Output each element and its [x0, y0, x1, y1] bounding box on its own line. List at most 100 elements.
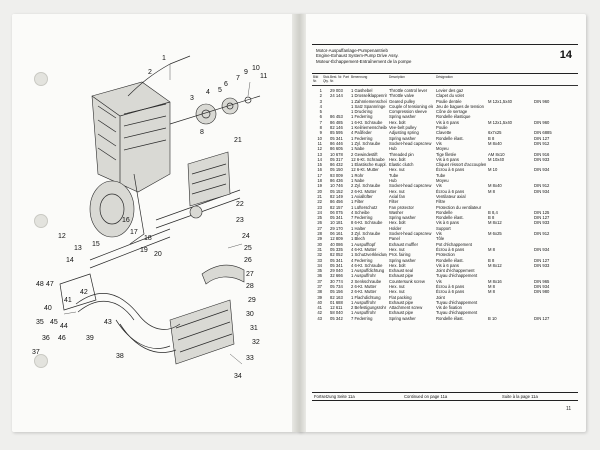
cell-en: Elastic clutch [389, 162, 414, 168]
callout-12: 12 [58, 233, 66, 240]
cell-fr: Vis [436, 183, 442, 189]
callout-7: 7 [236, 75, 240, 82]
cell-fr: Écrou à 6 pans [436, 289, 465, 295]
cell-en: Hex. nut [389, 246, 405, 252]
callout-6: 6 [224, 81, 228, 88]
callout-leaders [63, 64, 251, 365]
cell-fr: Cliquet réssort d'accouplement [436, 162, 486, 168]
cell-fr: Jeu de bagues de tension [436, 103, 484, 109]
cell-en: Couple of tensioning elements [389, 103, 433, 109]
cell-sp: M 10x40 [488, 156, 505, 162]
callout-8: 8 [200, 129, 204, 136]
cell-en: Adjusting spring [389, 130, 419, 136]
cell-no: 10 [317, 135, 322, 141]
cell-en: Prot. fairing [389, 252, 411, 258]
cell-norm: DIN 934 [534, 246, 550, 252]
cell-fr: Tuyau d'échappement [436, 310, 478, 316]
col-header-bild: Bild Nr. [313, 75, 319, 83]
cell-de: 2 Senkschraube [351, 278, 382, 284]
callout-20: 20 [154, 251, 162, 258]
cell-fr: Vis [436, 231, 442, 237]
col-header-designation: Désignation [436, 75, 453, 79]
cell-de: 1 Blech [351, 236, 365, 242]
cell-fr: Clavette [436, 130, 452, 136]
cell-no: 1 [319, 88, 322, 93]
cell-fr: Pot d'échappement [436, 241, 472, 247]
cell-en: Filter [389, 199, 399, 205]
cell-en: Spring washer [389, 215, 416, 221]
cell-no: 4 [319, 103, 322, 109]
right-page [298, 14, 586, 432]
callout-38: 38 [116, 353, 124, 360]
cell-en: Compression sleeve [389, 109, 427, 115]
cell-no: 15 [317, 162, 322, 168]
engine-block [89, 81, 171, 245]
cell-de: 1 6-Kt. Schraube [351, 119, 383, 125]
cell-pn: 05 335 [330, 246, 343, 252]
callout-30: 30 [246, 311, 254, 318]
cell-pn: 10 678 [330, 151, 343, 157]
cell-fr: Joint d'échappement [436, 268, 475, 274]
cell-pn: 86 436 [330, 178, 343, 184]
cell-en: Geared pulley [389, 98, 416, 104]
cell-de: 1 Federring [351, 135, 373, 141]
cell-de: 1 Auspufftopf [351, 241, 376, 247]
cell-fr: Écrou à 6 pans [436, 188, 465, 194]
callout-13: 13 [74, 245, 82, 252]
cell-pn: 29 170 [330, 225, 343, 231]
cell-no: 25 [317, 215, 322, 221]
cell-de: 1 Gashebel [351, 88, 373, 93]
cell-pn: 85 595 [330, 130, 343, 136]
cell-de: 1 Auspuffrohr [351, 299, 376, 305]
cell-fr: Rondelle élastique [436, 114, 471, 120]
cell-no: 13 [317, 151, 322, 157]
cell-fr: Ventilateur axial [436, 193, 466, 199]
cell-pn: 58 040 [330, 310, 343, 316]
cell-en: Washer [389, 209, 404, 215]
cell-fr: Vis à 6 pans [436, 119, 459, 125]
cell-sp: M 8 [488, 246, 495, 252]
cell-fr: Rondelle élast. [436, 135, 464, 141]
cell-norm: DIN 912 [534, 183, 550, 189]
cell-fr: Écrou à 6 pans [436, 246, 465, 252]
cell-fr: Joint [436, 294, 445, 300]
cell-fr: Écrou à 6 pans [436, 283, 465, 289]
cell-norm: DIN 965 [534, 278, 550, 284]
cell-fr: Levier des gaz [436, 88, 464, 93]
cell-fr: Filtre [436, 199, 446, 205]
cell-fr: Poulie dentée [436, 98, 462, 104]
continuation-french: Suite à la page 11a [502, 394, 538, 399]
punch-hole [34, 72, 48, 86]
cell-pn: 82 052 [330, 252, 343, 258]
cell-en: Axial fan [389, 193, 406, 199]
cell-norm: DIN 980 [534, 289, 550, 295]
cell-en: Hex. nut [389, 289, 405, 295]
cell-pn: 12 809 [330, 236, 343, 242]
page-number: 11 [566, 406, 572, 412]
callout-42: 42 [80, 289, 88, 296]
cell-fr: Tige filetée [436, 151, 457, 157]
cell-en: Hex. nut [389, 188, 405, 194]
cell-pn: 05 317 [330, 156, 343, 162]
exhaust-muffler [169, 264, 245, 365]
cell-en: Tube [389, 172, 399, 178]
cell-no: 17 [317, 172, 322, 178]
cell-sp: M 8x40 [488, 183, 502, 189]
cell-no: 9 [319, 130, 322, 136]
continuation-english: Continued on page 11a [404, 394, 448, 399]
callout-41: 41 [64, 297, 72, 304]
callout-18: 18 [144, 235, 152, 242]
title-german: Motor-Auspuffanlage-Pumpenantrieb [316, 48, 388, 53]
